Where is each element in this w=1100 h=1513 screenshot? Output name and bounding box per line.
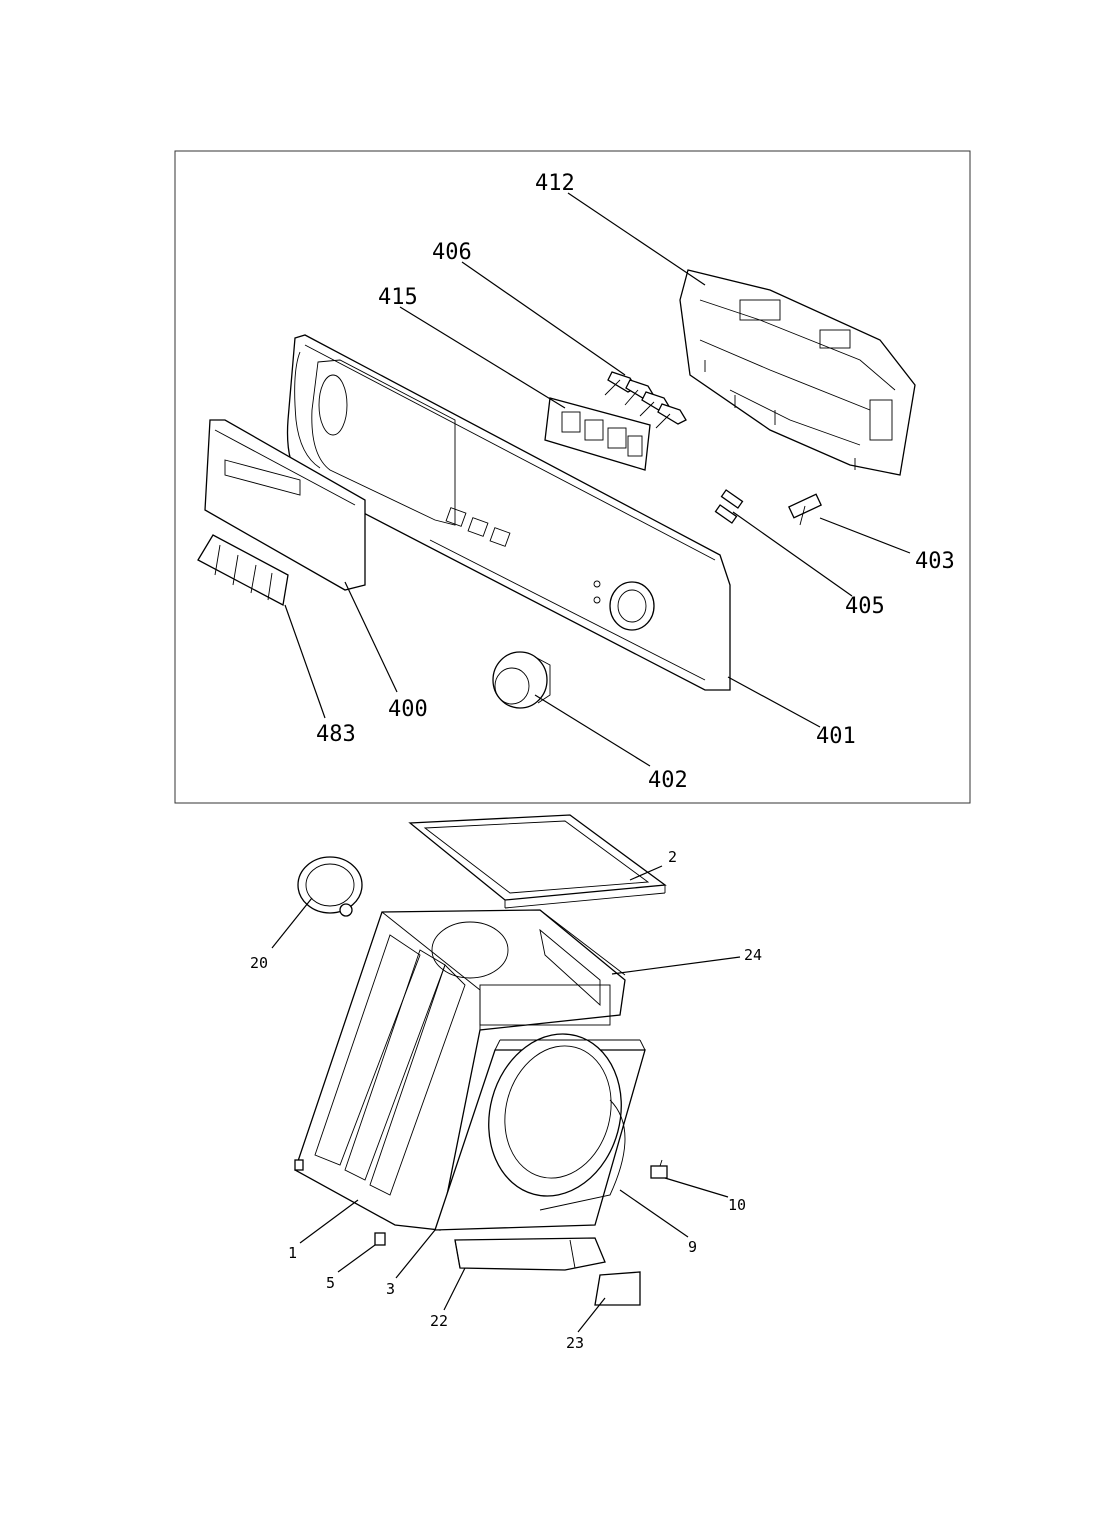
part-23-service-flap — [594, 1271, 641, 1306]
part-9-front-panel — [434, 1033, 646, 1231]
part-2-worktop — [408, 814, 667, 909]
cabinet-exploded-view: 2 20 24 10 9 1 5 3 22 23 — [250, 814, 762, 1352]
part-483-drawer-insert — [197, 534, 289, 606]
part-20-hose — [297, 856, 363, 917]
callout-10: 10 — [728, 1196, 746, 1214]
leader-2 — [629, 865, 663, 881]
leader-400 — [344, 581, 398, 693]
callout-412: 412 — [535, 171, 575, 196]
leader-415 — [399, 306, 566, 409]
part-401-control-fascia — [286, 334, 731, 691]
callout-9: 9 — [688, 1238, 697, 1256]
callout-406: 406 — [432, 240, 472, 265]
leader-24 — [611, 956, 741, 975]
callout-22: 22 — [430, 1312, 448, 1330]
control-panel-exploded-view: 412 406 415 403 405 401 400 483 402 — [174, 150, 971, 804]
part-402-knob — [492, 651, 551, 709]
leader-5 — [337, 1244, 376, 1273]
callout-23: 23 — [566, 1334, 584, 1352]
callout-20: 20 — [250, 954, 268, 972]
part-412-control-board — [679, 269, 916, 476]
callout-402: 402 — [648, 768, 688, 793]
leader-1 — [299, 1199, 359, 1244]
top-panel-frame — [174, 150, 971, 804]
callout-3: 3 — [386, 1280, 395, 1298]
callout-403: 403 — [915, 549, 955, 574]
callout-5: 5 — [326, 1274, 335, 1292]
part-5-foot — [294, 1159, 386, 1246]
leader-20 — [271, 897, 313, 949]
leader-3 — [395, 1229, 436, 1279]
leader-412 — [567, 192, 706, 286]
part-405-light-pipe — [714, 489, 744, 524]
callout-400: 400 — [388, 697, 428, 722]
part-24-top-frame — [539, 909, 626, 976]
leader-9 — [619, 1189, 689, 1238]
leader-23 — [577, 1297, 606, 1333]
leader-10 — [664, 1177, 729, 1198]
leader-402 — [534, 694, 651, 767]
part-10-door-lock — [650, 1159, 668, 1179]
leader-401 — [727, 676, 821, 728]
leader-483 — [284, 604, 326, 719]
part-22-plinth — [454, 1237, 606, 1271]
leader-406 — [461, 261, 626, 376]
callout-483: 483 — [316, 722, 356, 747]
leader-403 — [819, 517, 911, 554]
part-1-cabinet-body — [294, 909, 626, 1231]
part-403-switch — [788, 493, 822, 526]
leader-22 — [443, 1267, 466, 1311]
callout-1: 1 — [288, 1244, 297, 1262]
callout-405: 405 — [845, 594, 885, 619]
part-415-button-holder — [544, 397, 651, 471]
leader-405 — [732, 511, 853, 597]
callout-24: 24 — [744, 946, 762, 964]
callout-415: 415 — [378, 285, 418, 310]
part-406-buttons — [604, 371, 687, 429]
callout-2: 2 — [668, 848, 677, 866]
callout-401: 401 — [816, 724, 856, 749]
part-400-dispenser-drawer — [204, 419, 366, 591]
